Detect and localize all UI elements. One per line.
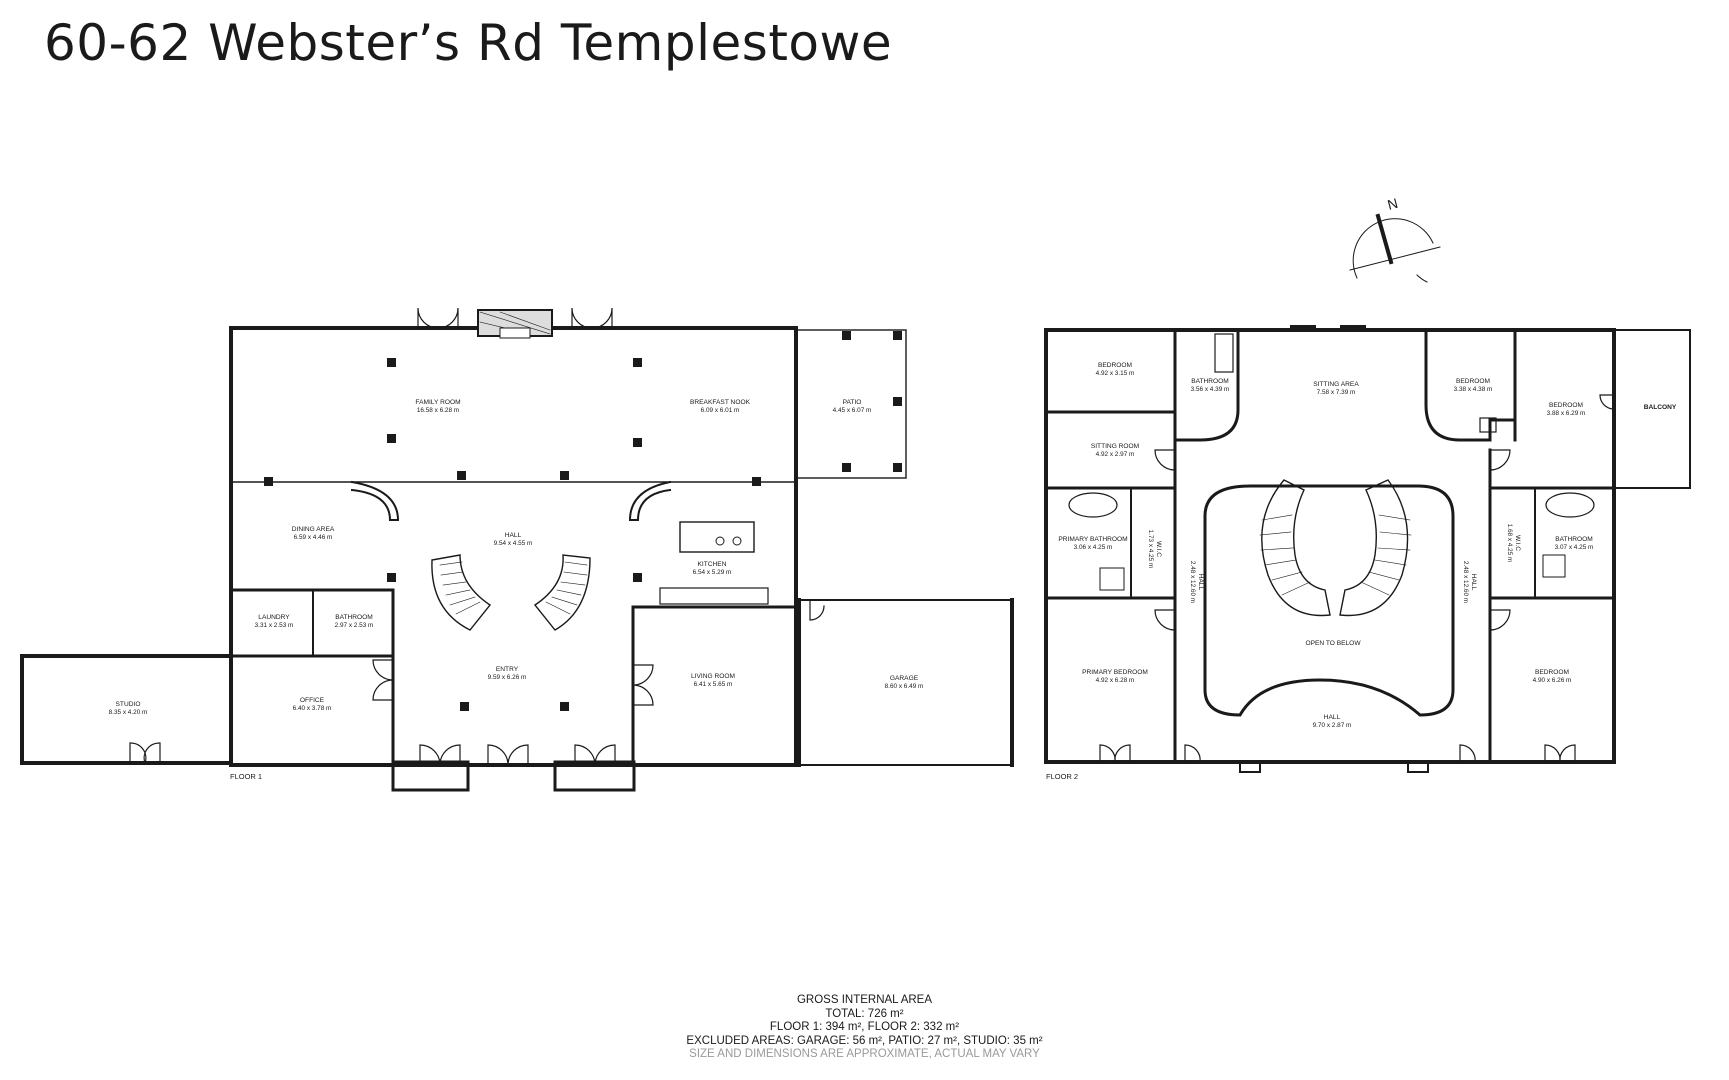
room-name: BATHROOM [1191,378,1229,385]
room-dims: 16.58 x 6.28 m [417,407,459,414]
room-name: KITCHEN [698,561,727,568]
room-dims: 6.54 x 5.29 m [693,569,732,576]
room-dims: 3.38 x 4.38 m [1454,386,1493,393]
floor1-label: FLOOR 1 [230,772,262,781]
room-name: LIVING ROOM [691,673,735,680]
room-dims: 3.31 x 2.53 m [255,622,294,629]
room-dims: 9.70 x 2.87 m [1313,722,1352,729]
room-name: HALL [1197,574,1204,591]
room-dims: 9.59 x 6.26 m [488,674,527,681]
room-name: OPEN TO BELOW [1305,640,1361,647]
room-name: DINING AREA [292,526,335,533]
room-name: BEDROOM [1456,378,1490,385]
room-dims: 1.73 x 4.25 m [1147,530,1154,569]
room-dims: 4.92 x 6.28 m [1096,677,1135,684]
room-dims: 3.88 x 6.29 m [1547,410,1586,417]
floor1-labels: FAMILY ROOM 16.58 x 6.28 m BREAKFAST NOO… [109,399,924,781]
room-dims: 2.97 x 2.53 m [335,622,374,629]
room-dims: 8.60 x 6.49 m [885,683,924,690]
room-dims: 2.48 x 12.60 m [1462,561,1469,603]
room-name: SITTING ROOM [1091,443,1139,450]
area-total: TOTAL: 726 m² [825,1007,904,1020]
room-dims: 6.40 x 3.78 m [293,705,332,712]
room-dims: 4.90 x 6.26 m [1533,677,1572,684]
room-dims: 3.06 x 4.25 m [1074,544,1113,551]
room-name: PRIMARY BATHROOM [1058,536,1127,543]
room-name: PRIMARY BEDROOM [1082,669,1148,676]
room-dims: 6.41 x 5.65 m [694,681,733,688]
room-name: SITTING AREA [1313,381,1359,388]
room-name: PATIO [843,399,862,406]
room-dims: 4.45 x 6.07 m [833,407,872,414]
room-name: ENTRY [496,666,519,673]
room-dims: 6.09 x 6.01 m [701,407,740,414]
room-name: OFFICE [300,697,325,704]
room-dims: 4.92 x 2.97 m [1096,451,1135,458]
room-name: STUDIO [116,701,141,708]
room-name: GARAGE [890,675,919,682]
room-name: HALL [1470,574,1477,591]
floor2-plan [1044,325,1691,773]
compass-icon: N [1349,195,1441,283]
area-heading: GROSS INTERNAL AREA [796,994,933,1006]
room-name: HALL [1324,714,1341,721]
room-dims: 8.35 x 4.20 m [109,709,148,716]
floor1-plan [20,307,1014,792]
room-dims: 1.68 x 4.25 m [1506,524,1513,563]
area-excluded: EXCLUDED AREAS: GARAGE: 56 m², PATIO: 27… [686,1034,1043,1047]
room-dims: 4.92 x 3.15 m [1096,370,1135,377]
floor2-label: FLOOR 2 [1046,772,1078,781]
room-dims: 3.56 x 4.39 m [1191,386,1230,393]
room-name: BATHROOM [335,614,373,621]
room-name: LAUNDRY [258,614,290,621]
room-dims: 7.58 x 7.39 m [1317,389,1356,396]
room-name: BEDROOM [1535,669,1569,676]
floor2-labels: BEDROOM 4.92 x 3.15 m BATHROOM 3.56 x 4.… [1046,362,1677,781]
room-name: BATHROOM [1555,536,1593,543]
room-name: BREAKFAST NOOK [690,399,751,406]
compass-north-label: N [1386,195,1400,213]
room-dims: 6.59 x 4.46 m [294,534,333,541]
room-name: W.I.C [1514,535,1521,551]
room-name: BEDROOM [1098,362,1132,369]
room-dims: 9.54 x 4.55 m [494,540,533,547]
area-floors: FLOOR 1: 394 m², FLOOR 2: 332 m² [769,1021,960,1033]
area-summary: GROSS INTERNAL AREA TOTAL: 726 m² FLOOR … [0,994,1729,1062]
room-dims: 2.48 x 12.60 m [1189,561,1196,603]
page-title: 60-62 Webster’s Rd Templestowe [44,14,893,72]
room-name: BEDROOM [1549,402,1583,409]
room-name: HALL [505,532,522,539]
room-name: W.I.C [1155,541,1162,557]
room-dims: 3.07 x 4.25 m [1555,544,1594,551]
area-note: SIZE AND DIMENSIONS ARE APPROXIMATE, ACT… [689,1048,1040,1060]
room-name: FAMILY ROOM [415,399,460,406]
room-name: BALCONY [1644,404,1677,411]
